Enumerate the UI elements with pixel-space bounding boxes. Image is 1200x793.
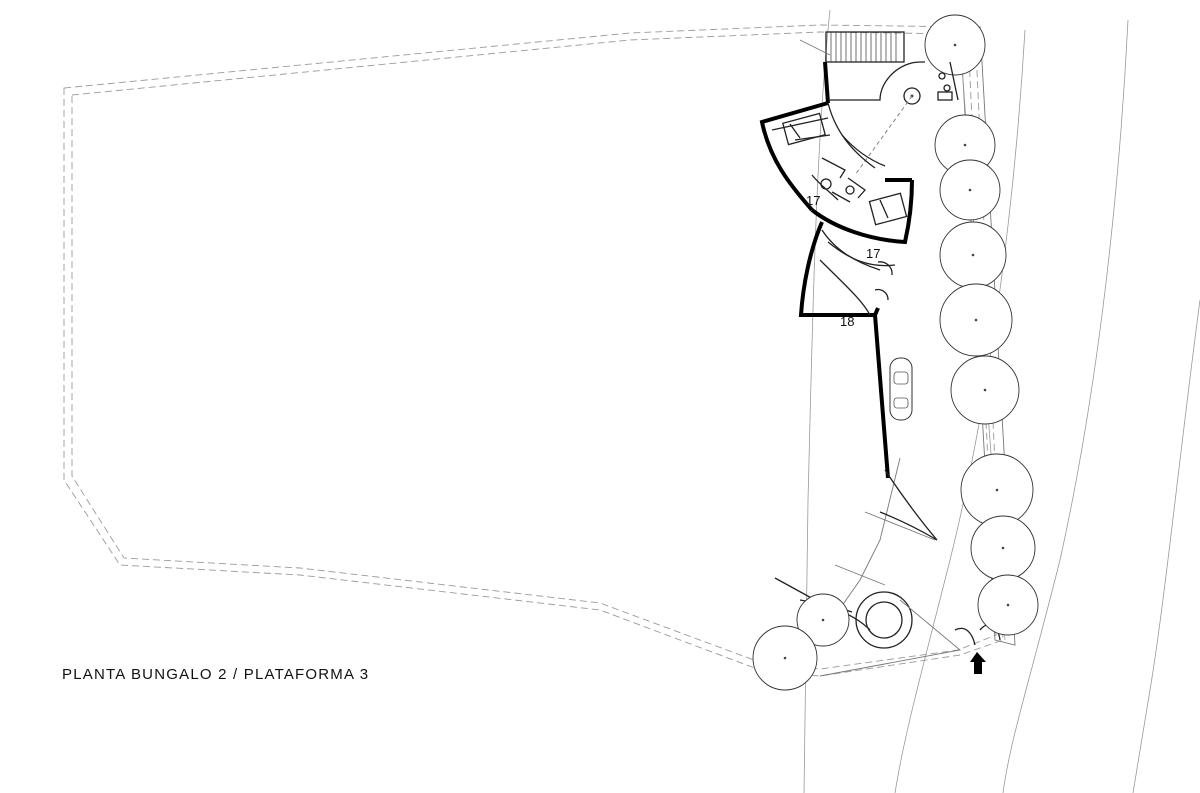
- tree-icon: [752, 625, 818, 691]
- tree-icon: [977, 574, 1039, 636]
- tree-icon: [950, 355, 1020, 425]
- garden-furniture: [937, 61, 959, 101]
- tree-icon: [939, 283, 1013, 357]
- tree-icon: [960, 453, 1034, 527]
- interior: [771, 102, 908, 316]
- terrain-contours: [803, 9, 1200, 793]
- top-terrace: [830, 61, 925, 176]
- entrance-arrow-icon: [970, 652, 986, 674]
- tree-icon: [939, 221, 1007, 289]
- trees: [752, 14, 1039, 691]
- car-icon: [889, 357, 913, 421]
- plan-title: PLANTA BUNGALO 2 / PLATAFORMA 3: [62, 666, 369, 683]
- tree-icon: [970, 515, 1036, 581]
- building-walls: [759, 61, 914, 479]
- tree-icon: [796, 593, 850, 647]
- property-boundary: [63, 24, 1004, 677]
- room-label-17-b: 17: [866, 246, 880, 261]
- tree-icon: [939, 159, 1001, 221]
- room-label-17-a: 17: [806, 193, 820, 208]
- top-stairs: [799, 31, 905, 63]
- tree-icon: [924, 14, 986, 76]
- room-label-18: 18: [840, 314, 854, 329]
